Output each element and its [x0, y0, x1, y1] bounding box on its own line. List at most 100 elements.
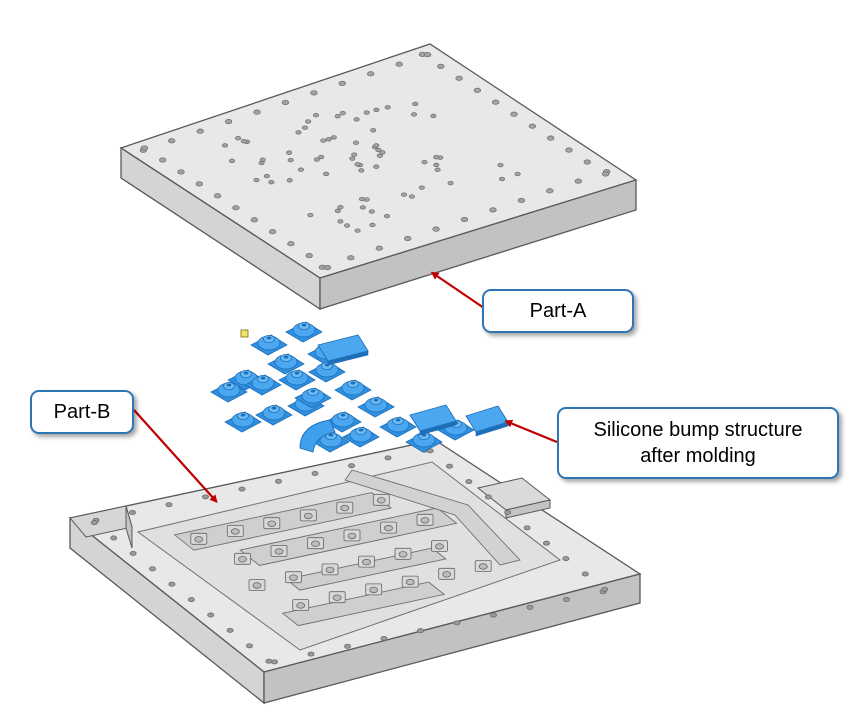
mounting-hole	[484, 494, 492, 500]
vent-hole	[433, 155, 440, 160]
vent-hole	[297, 167, 304, 172]
mounting-hole	[375, 245, 383, 251]
socket-cavity	[289, 574, 298, 581]
vent-hole	[344, 223, 351, 228]
vent-hole	[354, 162, 361, 167]
bump-dimple	[271, 406, 277, 410]
mounting-hole	[601, 171, 610, 177]
socket-cavity	[230, 528, 240, 535]
mounting-hole	[417, 628, 424, 634]
vent-hole	[410, 112, 418, 117]
socket-cavity	[311, 540, 320, 547]
vent-hole	[370, 128, 377, 133]
vent-hole	[373, 143, 380, 148]
part-b-mold-plate	[68, 439, 642, 705]
vent-hole	[359, 205, 366, 210]
vent-hole	[320, 138, 327, 143]
mounting-hole	[489, 207, 497, 213]
socket-cavity	[274, 548, 284, 555]
mounting-hole	[224, 119, 233, 125]
vent-hole	[376, 153, 383, 158]
vent-hole	[373, 164, 380, 169]
silicone-callout: Silicone bump structure after molding	[557, 407, 839, 479]
mounting-hole	[271, 659, 278, 665]
mounting-hole	[460, 216, 469, 223]
mounting-hole	[177, 169, 185, 175]
vent-hole	[373, 107, 380, 113]
vent-hole	[221, 143, 229, 148]
socket-cavity	[376, 497, 386, 504]
bump-dimple	[266, 336, 272, 340]
vent-hole	[358, 168, 365, 173]
bump-dimple	[294, 371, 300, 375]
vent-hole	[325, 137, 332, 142]
vent-hole	[447, 180, 454, 186]
mounting-hole	[395, 61, 403, 67]
socket-cavity	[478, 563, 488, 570]
runner-channel	[344, 469, 521, 566]
vent-hole	[259, 157, 266, 162]
mounting-hole	[338, 80, 346, 86]
vent-hole	[400, 192, 408, 197]
mounting-hole	[311, 471, 319, 476]
mounting-hole	[281, 99, 290, 106]
mounting-hole	[149, 566, 156, 572]
mounting-hole	[307, 651, 315, 657]
vent-hole	[375, 147, 382, 153]
vent-hole	[368, 209, 375, 214]
socket-cavity	[267, 520, 277, 527]
bump-dimple	[340, 413, 346, 417]
socket-cavity	[252, 582, 262, 589]
mounting-hole	[404, 236, 412, 242]
bump-dimple	[301, 323, 307, 327]
mounting-hole	[305, 253, 313, 259]
vent-hole	[287, 157, 294, 163]
mounting-hole	[423, 52, 432, 58]
socket-cavity	[332, 594, 342, 601]
mounting-hole	[490, 612, 497, 618]
mounting-hole	[581, 571, 589, 577]
arrow-part-a	[430, 271, 485, 309]
vent-hole	[295, 130, 302, 135]
mounting-hole	[446, 463, 453, 469]
mounting-hole	[213, 193, 222, 199]
marker-icon	[240, 329, 249, 338]
vent-hole	[433, 162, 440, 168]
vent-hole	[334, 114, 341, 119]
mounting-hole	[455, 75, 463, 81]
mounting-hole	[195, 181, 203, 187]
vent-hole	[351, 152, 358, 157]
mounting-hole	[562, 556, 570, 562]
socket-cavity	[405, 578, 415, 586]
vent-hole	[305, 119, 312, 124]
mounting-hole	[238, 486, 246, 492]
mounting-hole	[543, 540, 550, 546]
mounting-hole	[528, 123, 537, 129]
mounting-hole	[168, 581, 176, 587]
mounting-hole	[565, 147, 573, 153]
vent-hole	[268, 180, 275, 185]
mounting-hole	[583, 159, 591, 165]
vent-hole	[384, 105, 391, 110]
mounting-hole	[432, 226, 440, 232]
mounting-hole	[546, 188, 554, 194]
bump-dimple	[395, 418, 401, 422]
vent-hole	[354, 228, 361, 233]
mounting-hole	[504, 509, 512, 515]
mounting-hole	[473, 87, 482, 93]
vent-hole	[408, 194, 415, 199]
socket-cavity	[303, 512, 313, 520]
bump-dimple	[243, 371, 249, 375]
vent-hole	[330, 135, 337, 140]
mounting-hole	[492, 99, 500, 105]
vent-hole	[514, 171, 521, 177]
vent-hole	[286, 150, 293, 155]
mounting-hole	[510, 111, 518, 117]
bump-dimple	[310, 389, 316, 393]
mounting-hole	[526, 604, 534, 610]
vent-hole	[353, 117, 360, 122]
vent-hole	[498, 176, 506, 182]
mounting-hole	[601, 586, 609, 592]
vent-hole	[418, 185, 425, 190]
